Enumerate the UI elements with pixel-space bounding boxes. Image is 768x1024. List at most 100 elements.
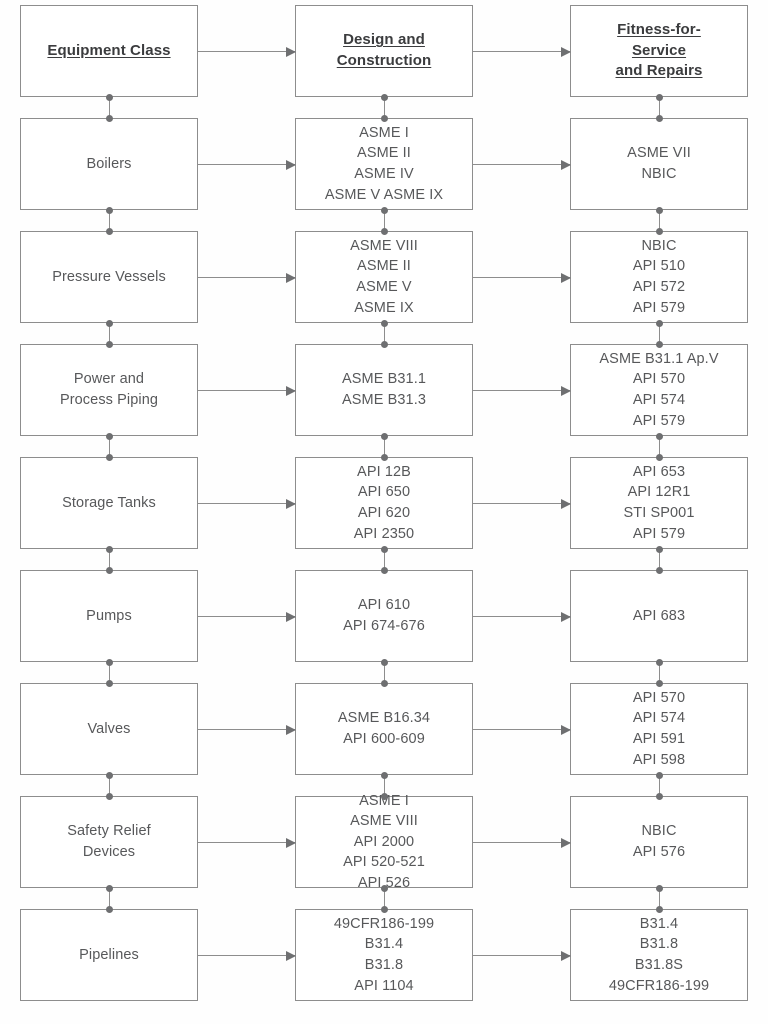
- connector-dot-fitness_for_service-4-top: [656, 546, 663, 553]
- header-box-equipment_class: Equipment Class: [20, 5, 198, 97]
- node-equipment_class-3: Storage Tanks: [20, 457, 198, 549]
- connector-dot-fitness_for_service-5-bottom: [656, 680, 663, 687]
- arrow-equipment_class-to-design_construction-2: [198, 272, 296, 283]
- connector-dot-fitness_for_service-2-top: [656, 320, 663, 327]
- node-label-design_construction-4: API 610 API 674-676: [343, 597, 425, 634]
- header-box-fitness_for_service: Fitness-for- Service and Repairs: [570, 5, 748, 97]
- node-equipment_class-4: Pumps: [20, 570, 198, 662]
- node-design_construction-4: API 610 API 674-676: [295, 570, 473, 662]
- header-label-design_construction: Design and Construction: [336, 31, 432, 69]
- node-label-equipment_class-4: Pumps: [86, 607, 132, 624]
- connector-dot-design_construction-4-top: [381, 546, 388, 553]
- connector-fitness_for_service-3: [659, 436, 660, 457]
- connector-dot-equipment_class-5-top: [106, 659, 113, 666]
- arrow-design_construction-to-fitness_for_service-3: [473, 385, 571, 396]
- arrow-design_construction-to-fitness_for_service-5: [473, 611, 571, 622]
- connector-design_construction-3: [384, 436, 385, 457]
- arrow-design_construction-to-fitness_for_service-0: [473, 46, 571, 57]
- arrow-design_construction-to-fitness_for_service-2: [473, 272, 571, 283]
- node-label-design_construction-3: API 12B API 650 API 620 API 2350: [353, 463, 415, 542]
- connector-dot-equipment_class-4-top: [106, 546, 113, 553]
- connector-fitness_for_service-1: [659, 210, 660, 231]
- arrow-design_construction-to-fitness_for_service-7: [473, 837, 571, 848]
- arrow-equipment_class-to-design_construction-7: [198, 837, 296, 848]
- connector-design_construction-4: [384, 549, 385, 570]
- node-design_construction-1: ASME VIII ASME II ASME V ASME IX: [295, 231, 473, 323]
- node-label-equipment_class-7: Pipelines: [79, 946, 139, 963]
- connector-fitness_for_service-4: [659, 549, 660, 570]
- node-equipment_class-0: Boilers: [20, 118, 198, 210]
- node-fitness_for_service-6: NBIC API 576: [570, 796, 748, 888]
- connector-dot-fitness_for_service-6-bottom: [656, 793, 663, 800]
- connector-dot-design_construction-5-top: [381, 659, 388, 666]
- node-label-equipment_class-1: Pressure Vessels: [52, 268, 166, 285]
- connector-dot-equipment_class-1-bottom: [106, 228, 113, 235]
- node-label-fitness_for_service-3: API 653 API 12R1 STI SP001 API 579: [623, 463, 695, 542]
- connector-fitness_for_service-6: [659, 775, 660, 796]
- header-label-fitness_for_service: Fitness-for- Service and Repairs: [615, 20, 703, 80]
- arrow-equipment_class-to-design_construction-5: [198, 611, 296, 622]
- connector-dot-design_construction-6-top: [381, 772, 388, 779]
- node-label-fitness_for_service-5: API 570 API 574 API 591 API 598: [632, 689, 686, 768]
- arrow-equipment_class-to-design_construction-1: [198, 159, 296, 170]
- node-label-fitness_for_service-6: NBIC API 576: [632, 823, 686, 860]
- connector-design_construction-5: [384, 662, 385, 683]
- arrow-equipment_class-to-design_construction-8: [198, 950, 296, 961]
- connector-design_construction-0: [384, 97, 385, 118]
- connector-dot-equipment_class-7-top: [106, 885, 113, 892]
- connector-equipment_class-7: [109, 888, 110, 909]
- node-label-design_construction-0: ASME I ASME II ASME IV ASME V ASME IX: [324, 124, 444, 203]
- node-label-design_construction-5: ASME B16.34 API 600-609: [337, 710, 431, 747]
- arrow-design_construction-to-fitness_for_service-1: [473, 159, 571, 170]
- connector-dot-equipment_class-7-bottom: [106, 906, 113, 913]
- connector-dot-fitness_for_service-3-top: [656, 433, 663, 440]
- connector-dot-equipment_class-3-top: [106, 433, 113, 440]
- connector-fitness_for_service-7: [659, 888, 660, 909]
- header-label-equipment_class: Equipment Class: [47, 41, 171, 59]
- connector-dot-equipment_class-2-bottom: [106, 341, 113, 348]
- arrow-equipment_class-to-design_construction-0: [198, 46, 296, 57]
- node-fitness_for_service-3: API 653 API 12R1 STI SP001 API 579: [570, 457, 748, 549]
- connector-dot-fitness_for_service-0-top: [656, 94, 663, 101]
- node-equipment_class-5: Valves: [20, 683, 198, 775]
- node-label-fitness_for_service-7: B31.4 B31.8 B31.8S 49CFR186-199: [608, 915, 710, 994]
- node-label-fitness_for_service-0: ASME VII NBIC: [627, 145, 691, 182]
- connector-equipment_class-0: [109, 97, 110, 118]
- node-label-design_construction-1: ASME VIII ASME II ASME V ASME IX: [350, 237, 418, 316]
- arrow-equipment_class-to-design_construction-4: [198, 498, 296, 509]
- node-design_construction-5: ASME B16.34 API 600-609: [295, 683, 473, 775]
- node-label-fitness_for_service-4: API 683: [632, 607, 686, 624]
- connector-dot-equipment_class-0-top: [106, 94, 113, 101]
- connector-dot-equipment_class-1-top: [106, 207, 113, 214]
- connector-dot-equipment_class-3-bottom: [106, 454, 113, 461]
- arrow-design_construction-to-fitness_for_service-4: [473, 498, 571, 509]
- connector-fitness_for_service-0: [659, 97, 660, 118]
- connector-dot-fitness_for_service-3-bottom: [656, 454, 663, 461]
- connector-design_construction-2: [384, 323, 385, 344]
- node-label-fitness_for_service-1: NBIC API 510 API 572 API 579: [632, 237, 686, 316]
- connector-dot-design_construction-7-top: [381, 885, 388, 892]
- node-fitness_for_service-5: API 570 API 574 API 591 API 598: [570, 683, 748, 775]
- connector-dot-fitness_for_service-1-bottom: [656, 228, 663, 235]
- connector-equipment_class-3: [109, 436, 110, 457]
- connector-dot-fitness_for_service-2-bottom: [656, 341, 663, 348]
- node-label-fitness_for_service-2: ASME B31.1 Ap.V API 570 API 574 API 579: [599, 350, 719, 429]
- connector-dot-fitness_for_service-4-bottom: [656, 567, 663, 574]
- node-label-equipment_class-3: Storage Tanks: [62, 494, 156, 511]
- node-label-design_construction-6: ASME I ASME VIII API 2000 API 520-521 AP…: [343, 792, 425, 891]
- header-box-design_construction: Design and Construction: [295, 5, 473, 97]
- connector-dot-design_construction-3-top: [381, 433, 388, 440]
- connector-equipment_class-6: [109, 775, 110, 796]
- node-fitness_for_service-4: API 683: [570, 570, 748, 662]
- connector-dot-equipment_class-4-bottom: [106, 567, 113, 574]
- node-label-equipment_class-5: Valves: [87, 720, 131, 737]
- connector-dot-equipment_class-5-bottom: [106, 680, 113, 687]
- connector-equipment_class-2: [109, 323, 110, 344]
- connector-dot-fitness_for_service-1-top: [656, 207, 663, 214]
- connector-dot-equipment_class-6-bottom: [106, 793, 113, 800]
- connector-design_construction-6: [384, 775, 385, 796]
- connector-equipment_class-4: [109, 549, 110, 570]
- node-design_construction-7: 49CFR186-199 B31.4 B31.8 API 1104: [295, 909, 473, 1001]
- node-fitness_for_service-0: ASME VII NBIC: [570, 118, 748, 210]
